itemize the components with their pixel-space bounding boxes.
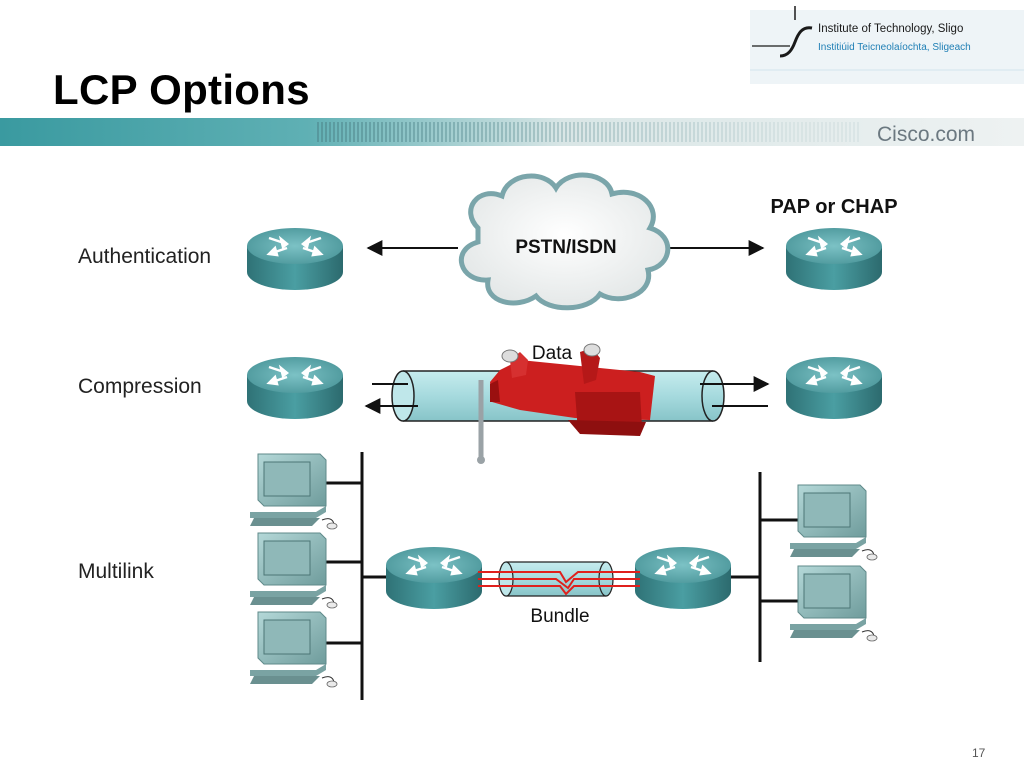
pc-left-3	[249, 611, 338, 688]
cisco-com-text: Cisco.com	[877, 123, 976, 146]
slide-title: LCP Options	[53, 66, 310, 113]
logo-line-2: Institiúid Teicneolaíochta, Sligeach	[818, 42, 971, 53]
auth-router-left	[245, 226, 345, 292]
bundle-links	[478, 571, 640, 596]
pap-chap-label: PAP or CHAP	[770, 196, 897, 218]
comp-router-left	[245, 355, 345, 421]
pc-left-1	[249, 453, 338, 530]
auth-router-right	[784, 226, 884, 292]
cisco-banner	[0, 118, 1024, 146]
compression-label: Compression	[78, 375, 202, 398]
pc-left-2	[249, 532, 338, 609]
multilink-router-left	[384, 545, 484, 611]
vise-icon	[477, 343, 655, 464]
multilink-router-right	[633, 545, 733, 611]
pc-right-2	[789, 565, 878, 642]
bundle-label: Bundle	[530, 606, 589, 627]
logo-line-1: Institute of Technology, Sligo	[818, 23, 964, 35]
pstn-isdn-label: PSTN/ISDN	[515, 237, 616, 258]
institute-logo	[750, 0, 1024, 84]
data-label: Data	[532, 343, 573, 364]
pstn-isdn-cloud	[458, 172, 671, 311]
multilink-label: Multilink	[78, 560, 154, 583]
slide-number: 17	[972, 746, 986, 760]
pc-right-1	[789, 484, 878, 561]
comp-router-right	[784, 355, 884, 421]
authentication-label: Authentication	[78, 245, 212, 268]
